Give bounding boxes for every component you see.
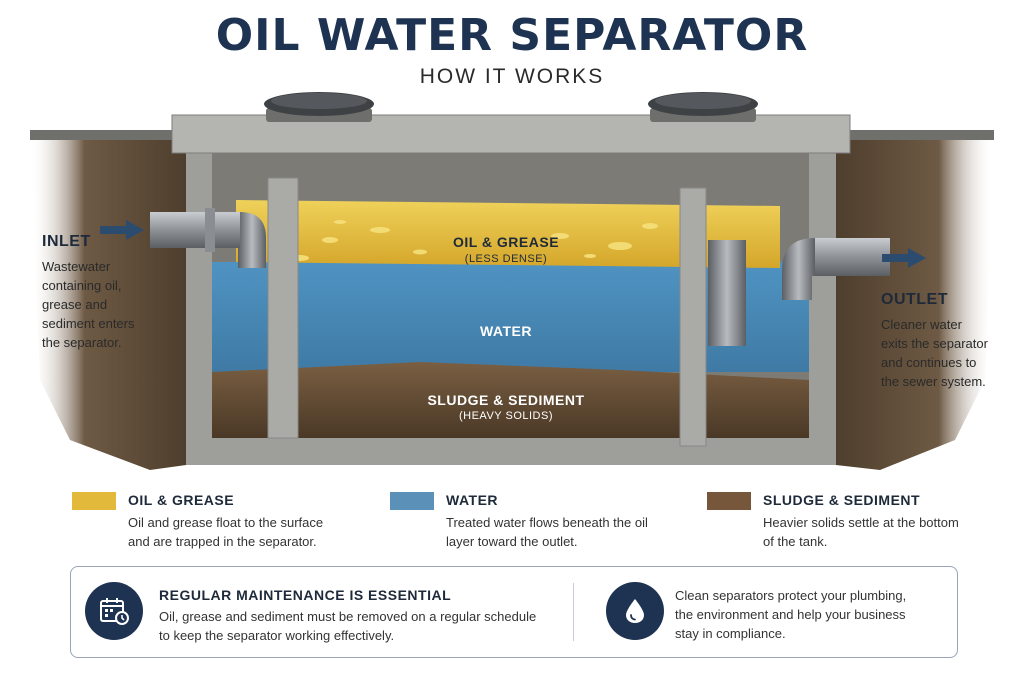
sludge-layer: [212, 362, 809, 438]
inlet-description: Wastewater containing oil, grease and se…: [42, 259, 135, 350]
water-layer-label: WATER: [479, 323, 532, 339]
legend-swatch-sludge: [707, 492, 751, 510]
legend-title-water: WATER: [446, 492, 499, 508]
soil-left: [30, 140, 186, 470]
outlet-arrow-icon: [882, 248, 926, 268]
benefit-description: Clean separators protect your plumbing, …: [675, 588, 907, 641]
page-subtitle: HOW IT WORKS: [419, 65, 605, 88]
outlet-description: Cleaner water exits the separator and co…: [881, 317, 988, 389]
outlet-pipe: [708, 238, 890, 346]
outlet-baffle: [679, 187, 707, 447]
sludge-layer-sublabel: (HEAVY SOLIDS): [458, 410, 553, 422]
legend-title-oil: OIL & GREASE: [128, 492, 235, 508]
calendar-clock-icon: [85, 582, 143, 640]
ground-surface-right: [848, 130, 994, 140]
legend-desc-oil: Oil and grease float to the surface and …: [128, 515, 324, 549]
soil-right: [836, 140, 994, 470]
maintenance-description: Oil, grease and sediment must be removed…: [159, 609, 537, 643]
inlet-baffle: [267, 177, 299, 439]
page-title: OIL WATER SEPARATOR: [215, 10, 809, 61]
inlet-callout: INLET Wastewater containing oil, grease …: [42, 233, 182, 352]
maintenance-title: REGULAR MAINTENANCE IS ESSENTIAL: [159, 587, 452, 603]
legend-title-sludge: SLUDGE & SEDIMENT: [763, 492, 921, 508]
oil-layer: [236, 200, 780, 268]
sludge-layer-label: SLUDGE & SEDIMENT: [427, 392, 585, 408]
ground-surface-left: [30, 130, 175, 140]
inlet-title: INLET: [42, 233, 91, 250]
maintenance-info-box: REGULAR MAINTENANCE IS ESSENTIAL Oil, gr…: [70, 566, 958, 658]
legend-swatch-oil: [72, 492, 116, 510]
separator-diagram: [30, 92, 994, 470]
oil-layer-label: OIL & GREASE: [452, 234, 560, 250]
inlet-arrow-icon: [100, 220, 144, 240]
manhole-right: [648, 92, 758, 122]
inlet-pipe: [150, 208, 266, 268]
legend-swatch-water: [390, 492, 434, 510]
legend-desc-water: Treated water flows beneath the oil laye…: [446, 515, 648, 549]
legend-desc-sludge: Heavier solids settle at the bottom of t…: [763, 515, 959, 549]
oil-layer-sublabel: (LESS DENSE): [464, 253, 548, 265]
water-drop-icon: [606, 582, 664, 640]
info-divider: [573, 583, 574, 641]
oil-bubbles: [291, 220, 658, 261]
outlet-title: OUTLET: [881, 291, 948, 308]
manhole-left: [264, 92, 374, 122]
outlet-callout: OUTLET Cleaner water exits the separator…: [881, 291, 1021, 391]
